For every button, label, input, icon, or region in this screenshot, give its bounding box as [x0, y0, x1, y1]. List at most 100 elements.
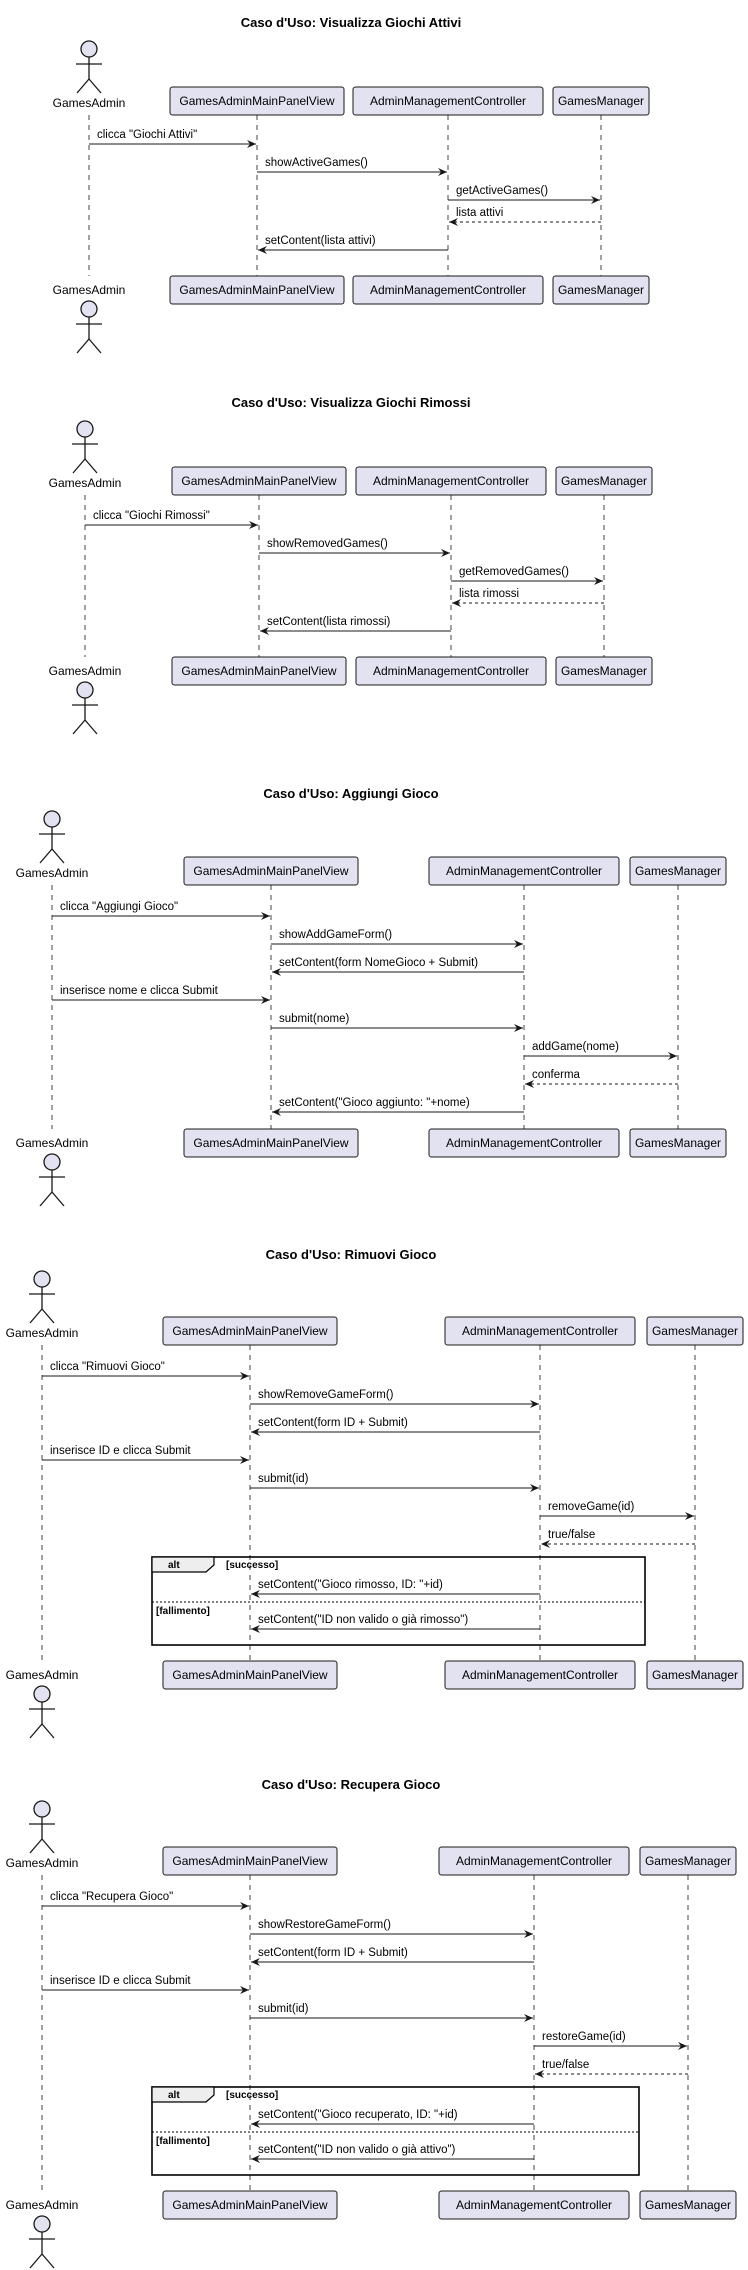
message-label: setContent(lista rimossi)	[267, 616, 391, 628]
arrow-head	[438, 168, 447, 176]
sequence-diagram: Caso d'Uso: Visualizza Giochi AttiviGame…	[53, 15, 650, 354]
arrow-head	[452, 599, 461, 607]
participant-box	[162, 1846, 338, 1876]
message-label: clicca "Giochi Rimossi"	[93, 510, 210, 522]
message: clicca "Recupera Gioco"	[42, 1891, 249, 1910]
participant-box	[639, 1846, 737, 1876]
message-label: conferma	[532, 1069, 581, 1081]
participant-label: GamesAdminMainPanelView	[179, 283, 335, 297]
sequence-diagram: Caso d'Uso: Rimuovi GiocoGamesAdminGames…	[6, 1247, 744, 1739]
arrow-head	[514, 1024, 523, 1032]
arrow-head	[272, 968, 281, 976]
arrow-head	[272, 1108, 281, 1116]
arrow-head	[524, 1930, 533, 1938]
message: setContent(lista attivi)	[258, 235, 448, 254]
message-label: lista attivi	[456, 207, 503, 219]
message: lista rimossi	[452, 588, 604, 607]
actor-figure	[39, 810, 65, 864]
message: true/false	[535, 2059, 688, 2078]
participant-box	[444, 1660, 636, 1690]
alt-guard-success: [successo]	[226, 1560, 278, 1571]
message-label: inserisce nome e clicca Submit	[60, 985, 219, 997]
participant-box	[183, 856, 359, 886]
alt-guard-failure: [fallimento]	[156, 2136, 210, 2147]
message: restoreGame(id)	[534, 2031, 687, 2050]
diagram-title: Caso d'Uso: Visualizza Giochi Attivi	[241, 15, 462, 30]
message: setContent("ID non valido o già rimosso"…	[251, 1614, 540, 1633]
arrow-head	[594, 577, 603, 585]
diagram-title: Caso d'Uso: Visualizza Giochi Rimossi	[231, 395, 470, 410]
participant-label: AdminManagementController	[446, 1136, 602, 1150]
arrow-head	[240, 1986, 249, 1994]
message: getActiveGames()	[448, 185, 600, 204]
diagram-title: Caso d'Uso: Recupera Gioco	[262, 1777, 441, 1792]
message-label: clicca "Recupera Gioco"	[50, 1891, 173, 1903]
arrow-head	[260, 627, 269, 635]
participant-label: GamesAdminMainPanelView	[181, 664, 337, 678]
participant-box	[639, 2190, 737, 2220]
actor-label: GamesAdmin	[6, 1856, 79, 1870]
participant-box	[169, 86, 345, 116]
participant-box	[162, 2190, 338, 2220]
participant-label: AdminManagementController	[446, 864, 602, 878]
message: inserisce ID e clicca Submit	[42, 1975, 249, 1994]
message: true/false	[541, 1529, 695, 1548]
message: showAddGameForm()	[271, 929, 523, 948]
message-label: showRemovedGames()	[267, 538, 388, 550]
participant-label: GamesAdminMainPanelView	[179, 94, 335, 108]
message-label: submit(nome)	[279, 1013, 349, 1025]
message: submit(id)	[250, 1473, 539, 1492]
participant-box	[428, 856, 620, 886]
actor-label: GamesAdmin	[16, 1136, 89, 1150]
actor-figure	[72, 681, 98, 735]
actor-figure	[39, 1153, 65, 1207]
participant-label: AdminManagementController	[373, 474, 529, 488]
arrow-head	[535, 2070, 544, 2078]
arrow-head	[685, 1512, 694, 1520]
message-label: setContent(lista attivi)	[265, 235, 376, 247]
alt-fragment: alt [successo] [fallimento]	[151, 2086, 640, 2176]
participant-label: GamesManager	[652, 1324, 738, 1338]
actor-figure	[29, 1800, 55, 1854]
message-label: setContent(form ID + Submit)	[258, 1417, 408, 1429]
alt-keyword: alt	[168, 2090, 180, 2101]
participant-box	[444, 1316, 636, 1346]
message-label: setContent("ID non valido o già attivo")	[258, 2144, 456, 2156]
participant-label: GamesManager	[561, 474, 647, 488]
participant-box	[352, 275, 544, 305]
message: clicca "Rimuovi Gioco"	[42, 1361, 249, 1380]
arrow-head	[441, 549, 450, 557]
message-label: showRemoveGameForm()	[258, 1389, 394, 1401]
participant-label: AdminManagementController	[456, 1854, 612, 1868]
participant-label: GamesAdminMainPanelView	[172, 1854, 328, 1868]
message-label: clicca "Aggiungi Gioco"	[60, 901, 178, 913]
participant-label: GamesAdminMainPanelView	[181, 474, 337, 488]
participant-box	[629, 856, 727, 886]
sequence-diagram: Caso d'Uso: Visualizza Giochi RimossiGam…	[49, 395, 653, 735]
arrow-head	[530, 1400, 539, 1408]
actor-label: GamesAdmin	[16, 866, 89, 880]
alt-guard-failure: [fallimento]	[156, 1606, 210, 1617]
participant-label: GamesManager	[635, 1136, 721, 1150]
message-label: showRestoreGameForm()	[258, 1919, 391, 1931]
message: clicca "Giochi Rimossi"	[85, 510, 258, 529]
participant-label: GamesManager	[561, 664, 647, 678]
arrow-head	[249, 521, 258, 529]
participant-box	[355, 466, 547, 496]
message-label: true/false	[548, 1529, 595, 1541]
participant-label: AdminManagementController	[462, 1324, 618, 1338]
arrow-head	[251, 1428, 260, 1436]
participant-label: GamesAdminMainPanelView	[172, 1668, 328, 1682]
message: lista attivi	[449, 207, 601, 226]
arrow-head	[240, 1902, 249, 1910]
message: getRemovedGames()	[451, 566, 603, 585]
sequence-diagram: Caso d'Uso: Aggiungi GiocoGamesAdminGame…	[16, 786, 727, 1207]
arrow-head	[261, 996, 270, 1004]
message: inserisce ID e clicca Submit	[42, 1445, 249, 1464]
participant-label: GamesAdminMainPanelView	[172, 1324, 328, 1338]
alt-guard-success: [successo]	[226, 2090, 278, 2101]
actor-figure	[29, 2215, 55, 2269]
arrow-head	[514, 940, 523, 948]
message: showRemovedGames()	[259, 538, 450, 557]
participant-box	[428, 1128, 620, 1158]
